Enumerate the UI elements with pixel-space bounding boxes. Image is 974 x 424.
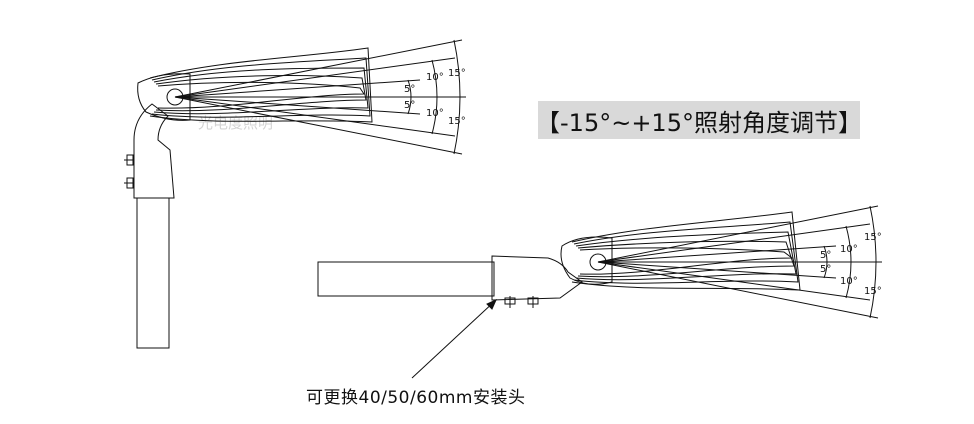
vertical-label-lower-outer: 15° <box>448 116 466 127</box>
horizontal-pole <box>317 261 495 297</box>
vertical-angle-labels: 15° 10° 5° 5° 10° 15° <box>404 68 466 127</box>
horizontal-mount-arm <box>491 255 583 301</box>
horizontal-label-lower-inner: 5° <box>820 264 831 275</box>
vertical-label-lower-inner: 5° <box>404 100 415 111</box>
mount-pointer-arrowhead <box>486 299 497 310</box>
horizontal-angle-labels: 15° 10° 5° 5° 10° 15° <box>820 232 882 297</box>
horizontal-label-lower-outer: 15° <box>864 286 882 297</box>
angle-adjustment-title: 【-15°~+15°照射角度调节】 <box>536 101 862 139</box>
vertical-lamp-bodies <box>149 47 373 123</box>
horizontal-label-lower-mid: 10° <box>840 276 858 287</box>
vertical-installation <box>124 39 466 349</box>
mount-pointer-line <box>411 299 497 379</box>
vertical-pole <box>136 197 170 349</box>
horizontal-bolts <box>504 296 539 308</box>
watermark-text: 光电度照明 <box>198 114 273 132</box>
horizontal-installation <box>317 205 882 379</box>
vertical-angle-arcs <box>407 39 461 155</box>
mount-head-note: 可更换40/50/60mm安装头 <box>306 388 526 408</box>
vertical-label-upper-mid: 10° <box>426 72 444 83</box>
horizontal-lamp-bodies <box>571 211 801 291</box>
horizontal-label-upper-outer: 15° <box>864 232 882 243</box>
horizontal-label-upper-inner: 5° <box>820 250 831 261</box>
horizontal-beam-lines <box>597 205 882 319</box>
vertical-label-lower-mid: 10° <box>426 108 444 119</box>
vertical-bolts <box>124 154 134 189</box>
vertical-label-upper-outer: 15° <box>448 68 466 79</box>
horizontal-label-upper-mid: 10° <box>840 244 858 255</box>
vertical-label-upper-inner: 5° <box>404 84 415 95</box>
vertical-beam-lines <box>174 39 466 155</box>
horizontal-angle-arcs <box>823 205 877 319</box>
